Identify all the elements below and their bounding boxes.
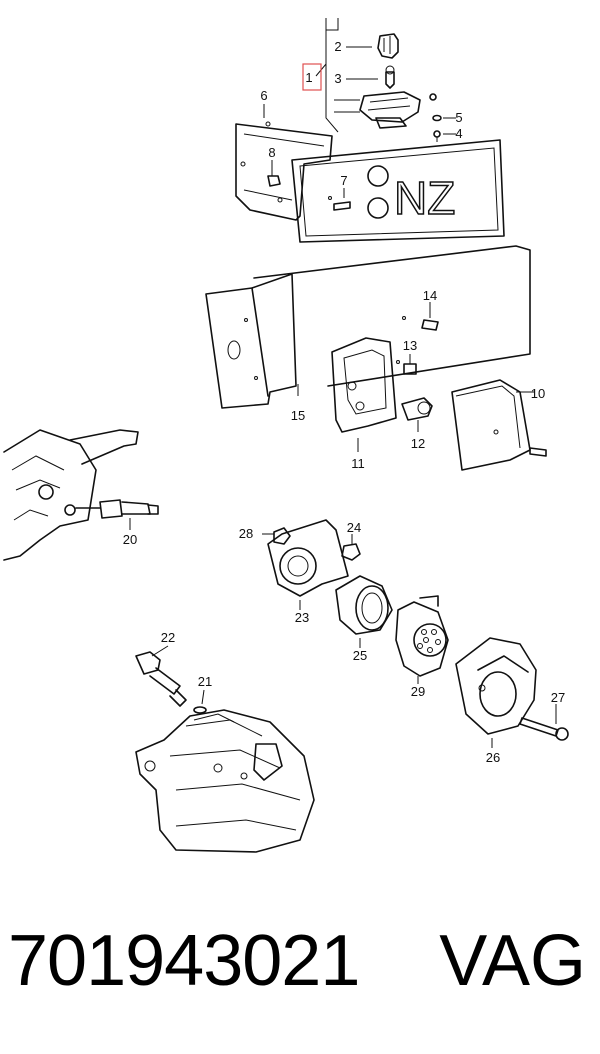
bulb-holder-part-12: [401, 397, 433, 421]
callout-13: 13: [403, 338, 417, 353]
callout-26: 26: [486, 750, 500, 765]
sensor-part-22: [135, 651, 187, 707]
callout-3: 3: [334, 71, 341, 86]
socket-insert-part-29: [395, 595, 449, 677]
screw-head-icon: [429, 93, 437, 101]
lens-part-10: [451, 379, 531, 471]
plate-text: NZ: [394, 172, 455, 224]
callout-27: 27: [551, 690, 565, 705]
lamp-socket-part-2: [377, 33, 399, 59]
screw-part-27: [519, 717, 569, 741]
screw-part-13: [396, 360, 417, 375]
exploded-parts-diagram: NZ: [3, 18, 569, 853]
callout-5: 5: [455, 110, 462, 125]
callout-8: 8: [268, 145, 275, 160]
nut-part-24: [341, 543, 361, 561]
callout-25: 25: [353, 648, 367, 663]
socket-cover-part-26: [455, 637, 537, 735]
highlight-box-callout-1: [302, 63, 322, 91]
callout-10: 10: [531, 386, 545, 401]
nut-part-28: [273, 527, 291, 545]
seal-part-25: [335, 575, 393, 635]
license-light-assembly: [315, 18, 456, 142]
screw-part-10-fastener: [529, 447, 547, 457]
light-base-part-11: [331, 337, 397, 433]
footer: 701943021 VAG: [0, 920, 600, 1030]
washer-part-5: [432, 114, 442, 122]
brake-switch-part-20: [99, 499, 159, 519]
transmission-housing: [135, 709, 315, 853]
callout-12: 12: [411, 436, 425, 451]
callout-22: 22: [161, 630, 175, 645]
part-number: 701943021: [8, 921, 360, 1001]
seal-ring-part-21: [193, 706, 207, 714]
screw-part-14: [402, 316, 439, 331]
callout-21: 21: [198, 674, 212, 689]
callout-20: 20: [123, 532, 137, 547]
callout-7: 7: [340, 173, 347, 188]
mounting-plate-part-23: [267, 519, 349, 597]
callout-6: 6: [260, 88, 267, 103]
license-light-housing: [359, 91, 421, 129]
brand: VAG: [439, 921, 586, 1001]
callout-4: 4: [455, 126, 462, 141]
screw-part-7: [328, 196, 351, 211]
screw-part-4: [433, 130, 441, 142]
brake-pedal-assembly: [3, 429, 139, 561]
callout-11: 11: [351, 456, 365, 471]
callout-15: 15: [291, 408, 305, 423]
callout-2: 2: [334, 39, 341, 54]
license-plate: NZ: [291, 139, 505, 243]
bulb-part-3: [385, 65, 395, 89]
callout-14: 14: [423, 288, 437, 303]
rear-panel-part-15: [205, 245, 531, 409]
callout-24: 24: [347, 520, 361, 535]
callout-29: 29: [411, 684, 425, 699]
callout-23: 23: [295, 610, 309, 625]
screw-part-8: [267, 168, 281, 187]
callout-1: 1: [305, 70, 312, 85]
callout-28: 28: [239, 526, 253, 541]
mounting-bracket-part-6: [235, 121, 333, 221]
